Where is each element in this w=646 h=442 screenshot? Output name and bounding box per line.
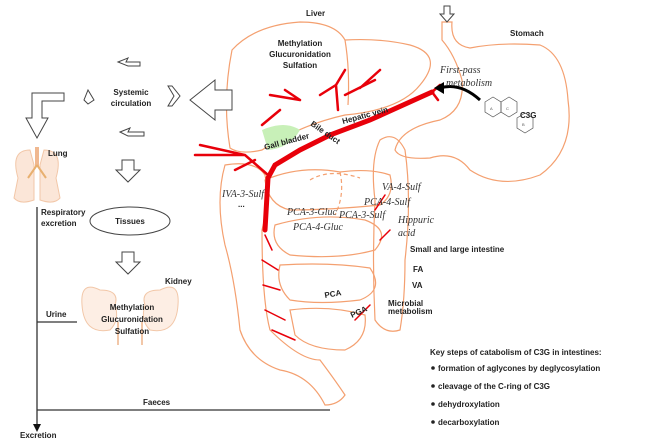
svg-text:A: A — [490, 106, 493, 111]
fa-label: FA — [413, 265, 423, 274]
va-label: VA — [412, 281, 423, 290]
circulation-arrow-top — [116, 57, 141, 67]
pca-label: PCA — [324, 288, 342, 300]
liver-outline — [225, 21, 431, 153]
kidney-sulfation: Sulfation — [115, 327, 149, 336]
portal-vein — [262, 89, 435, 233]
ellipsis-label: ... — [238, 200, 245, 209]
key-step-item: cleavage of the C-ring of C3G — [438, 382, 550, 391]
va4sulf-label: VA-4-Sulf — [382, 182, 422, 193]
tissues-label: Tissues — [115, 217, 145, 226]
iva3sulf-label: IVA-3-Sulf — [221, 189, 265, 200]
pca4sulf-label: PCA-4-Sulf — [363, 197, 411, 208]
key-step-item: decarboxylation — [438, 418, 499, 427]
stomach-inlet-arrow — [438, 5, 456, 23]
kidney-label: Kidney — [165, 277, 192, 286]
circulation-arrow-left — [83, 88, 95, 105]
pca3gluc-label: PCA-3-Gluc — [286, 207, 338, 218]
large-intestine-right — [372, 136, 410, 332]
stomach-outline — [394, 21, 570, 183]
liver-label: Liver — [306, 9, 325, 18]
excretion-label: Excretion — [20, 431, 57, 440]
mesenteric-vessels — [261, 194, 391, 341]
transverse-colon — [264, 169, 392, 211]
first-pass-label: First-pass — [439, 65, 481, 76]
microbial-metabolism-label: metabolism — [388, 307, 432, 316]
liver-glucuronidation: Glucuronidation — [269, 50, 331, 59]
kidney-methylation: Methylation — [110, 303, 155, 312]
down-arrow-tissues — [114, 159, 142, 183]
transverse-colon-dashed — [309, 171, 361, 216]
c3g-label: C3G — [520, 111, 536, 120]
key-steps-list: formation of aglycones by deglycosylatio… — [431, 364, 600, 427]
liver-to-circulation-arrow — [189, 78, 233, 122]
key-step-item: dehydroxylation — [438, 400, 500, 409]
pca3sulf-label: PCA-3-Sulf — [338, 210, 386, 221]
circulation-arrow-bottom — [118, 127, 145, 137]
faeces-label: Faeces — [143, 398, 171, 407]
lung-icon — [13, 147, 61, 203]
liver-lobe-divider — [344, 39, 350, 106]
c3g-molecule-icon: A C B — [484, 96, 534, 134]
excretion-resp-label: excretion — [41, 219, 77, 228]
gall-bladder — [262, 125, 300, 150]
systemic-label: Systemic — [113, 88, 149, 97]
kidney-icon — [81, 286, 179, 345]
intestine-label: Small and large intestine — [410, 245, 505, 254]
excretion-arrowhead — [33, 424, 41, 432]
circulation-arrow-right — [167, 85, 181, 107]
lung-arrow — [25, 92, 65, 140]
lung-label: Lung — [48, 149, 68, 158]
kidney-glucuronidation: Glucuronidation — [101, 315, 163, 324]
small-intestine-loops — [273, 216, 383, 351]
tissues-ellipse — [89, 206, 171, 236]
microbial-label: Microbial — [388, 299, 423, 308]
hippuric-label: Hippuric — [397, 215, 435, 226]
liver-methylation: Methylation — [278, 39, 323, 48]
urine-label: Urine — [46, 310, 67, 319]
stomach-label: Stomach — [510, 29, 544, 38]
metabolism-label: metabolism — [446, 78, 492, 89]
svg-text:B: B — [522, 122, 525, 127]
circulation-label: circulation — [111, 99, 152, 108]
first-pass-arrowhead — [434, 82, 444, 94]
svg-text:C: C — [506, 106, 509, 111]
key-step-item: formation of aglycones by deglycosylatio… — [438, 364, 600, 373]
pca4gluc-label: PCA-4-Gluc — [292, 222, 344, 233]
liver-sulfation: Sulfation — [283, 61, 317, 70]
acid-label: acid — [398, 228, 416, 239]
respiratory-label: Respiratory — [41, 208, 86, 217]
down-arrow-kidney — [114, 251, 142, 275]
key-steps-title: Key steps of catabolism of C3G in intest… — [430, 348, 602, 357]
